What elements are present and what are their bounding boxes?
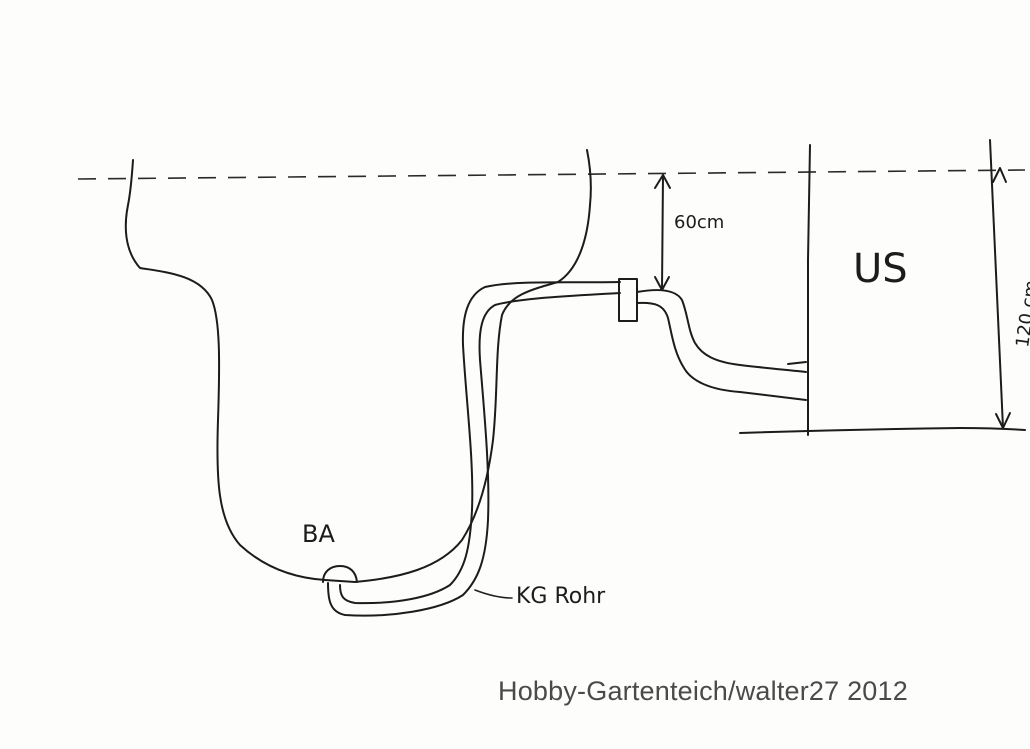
watermark-text: Hobby-Gartenteich/walter27 2012 bbox=[498, 676, 908, 706]
bottom-drain-dome bbox=[322, 565, 358, 583]
label-kg-pipe: KG Rohr bbox=[516, 584, 606, 609]
dimension-120-arrow-up bbox=[992, 167, 1007, 183]
water-level-line bbox=[77, 169, 1026, 180]
label-height-120: 120 cm bbox=[1012, 279, 1030, 349]
tank-pipe-lower bbox=[636, 301, 807, 401]
kg-pipe-leader bbox=[474, 589, 513, 599]
pond-outline bbox=[124, 149, 592, 583]
label-tank: US bbox=[853, 246, 908, 292]
kg-pipe-inner bbox=[339, 281, 621, 605]
tank-pipe-upper bbox=[636, 289, 807, 373]
pipe-connector bbox=[618, 278, 638, 322]
dimension-120-arrow-down bbox=[995, 412, 1011, 429]
dimension-120-line bbox=[989, 139, 1004, 429]
tank-bottom-line bbox=[739, 427, 1026, 434]
dimension-60-arrow-up bbox=[654, 174, 671, 189]
dimension-60-arrow-down bbox=[654, 276, 670, 291]
tank-left-wall bbox=[807, 144, 811, 436]
inlet-stub bbox=[787, 361, 807, 365]
dimension-60-line bbox=[661, 174, 664, 291]
label-height-60: 60cm bbox=[674, 212, 724, 233]
label-bottom-drain: BA bbox=[302, 520, 335, 548]
kg-pipe-outer bbox=[327, 292, 621, 617]
